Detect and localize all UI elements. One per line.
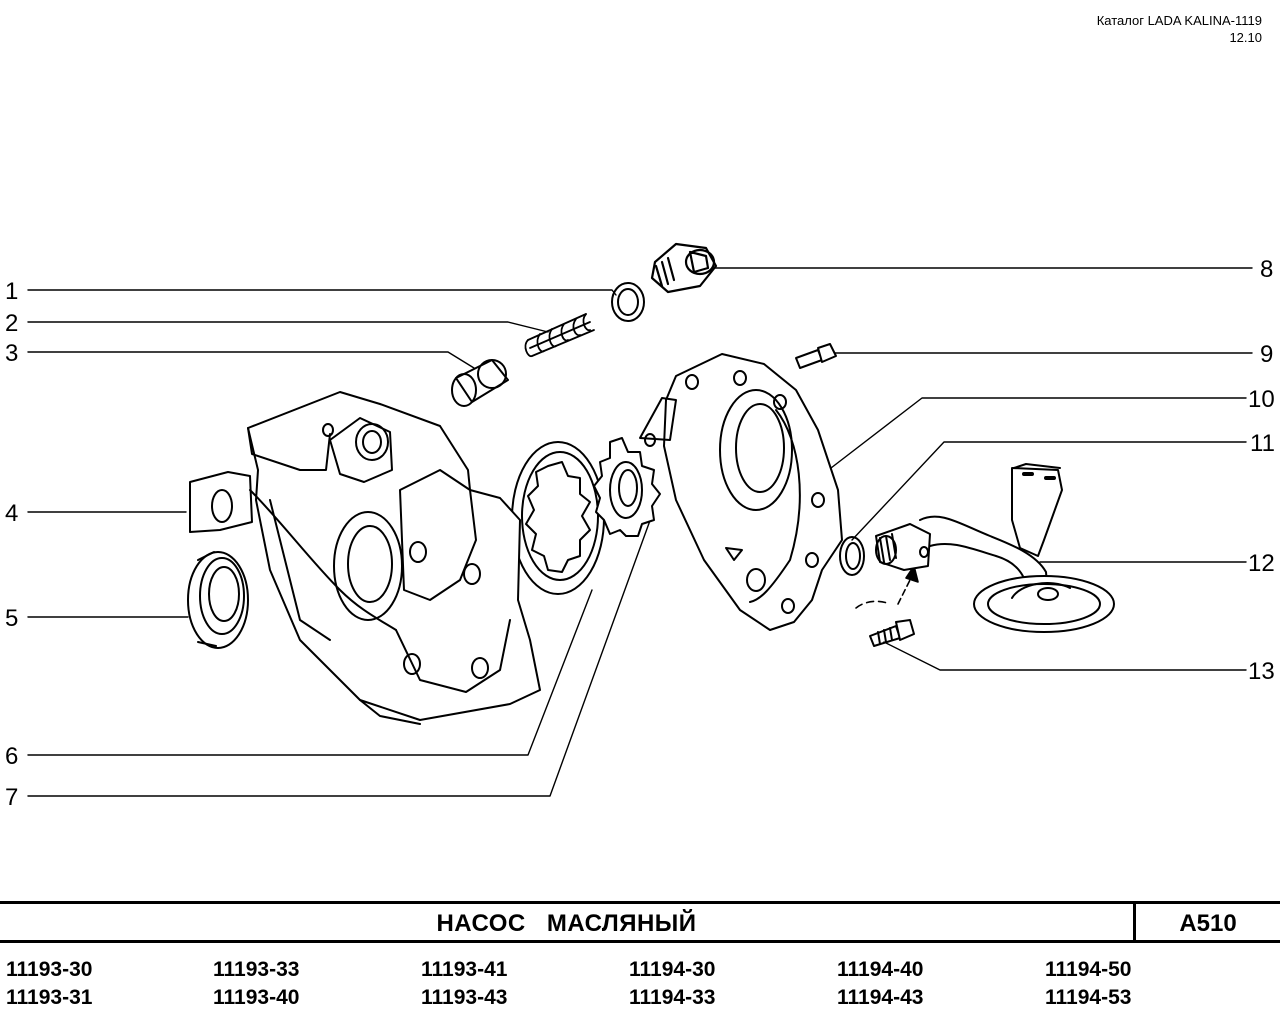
callout-3: 3	[5, 340, 18, 367]
plunger-part-3	[451, 359, 509, 407]
model-code: 11193-40	[213, 986, 300, 1009]
spring-part-2	[524, 313, 595, 358]
leader-10	[817, 397, 1247, 479]
callout-6: 6	[5, 743, 18, 770]
leader-13	[883, 641, 1247, 671]
pump-body-part-4	[189, 391, 541, 725]
title-bar: НАСОС МАСЛЯНЫЙ A510	[0, 901, 1280, 943]
model-code: 11193-33	[213, 958, 300, 981]
plug-part-8	[650, 242, 718, 294]
leader-7	[27, 514, 653, 797]
catalog-title: Каталог LADA KALINA-1119	[1096, 13, 1262, 28]
leader-1	[27, 289, 617, 296]
callout-2: 2	[5, 310, 18, 337]
oil-receiver-part-12	[875, 463, 1115, 633]
outer-rotor-part-6	[511, 441, 605, 595]
model-code: 11193-31	[6, 986, 93, 1009]
leader-lines	[27, 267, 1253, 797]
leader-11	[851, 441, 1247, 541]
screw-part-13	[869, 619, 915, 647]
leader-6	[27, 589, 593, 756]
ring-part-11	[839, 536, 865, 576]
callout-9: 9	[1260, 341, 1273, 368]
callout-11: 11	[1250, 430, 1275, 457]
model-code: 11194-50	[1045, 958, 1132, 981]
callout-numbers: 1 2 3 4 5 6 7 8 9 10 11 12 13	[5, 256, 1275, 811]
callout-8: 8	[1260, 256, 1273, 283]
ring-part-1	[611, 282, 645, 322]
catalog-header: Каталог LADA KALINA-1119 12.10	[1097, 12, 1262, 46]
oil-pump-exploded-diagram: 1 2 3 4 5 6 7 8 9 10 11 12 13	[5, 242, 1275, 811]
callout-7: 7	[5, 784, 18, 811]
inner-gear-part-7	[593, 437, 661, 537]
callout-13: 13	[1248, 658, 1275, 685]
seal-part-5	[187, 551, 249, 649]
page-code: A510	[1179, 910, 1237, 937]
callout-4: 4	[5, 500, 18, 527]
screw-part-9	[795, 343, 837, 369]
callout-10: 10	[1248, 386, 1275, 413]
title-divider	[1133, 904, 1136, 940]
assembly-arrow	[855, 565, 919, 609]
leader-2	[27, 321, 549, 333]
callout-12: 12	[1248, 550, 1275, 577]
leader-3	[27, 351, 475, 369]
callout-1: 1	[5, 278, 18, 305]
pump-cover-part-10	[639, 353, 843, 631]
model-code: 11194-33	[629, 986, 716, 1009]
page-title: НАСОС МАСЛЯНЫЙ	[436, 910, 697, 937]
model-code: 11193-30	[6, 958, 93, 981]
model-code: 11194-40	[837, 958, 924, 981]
model-code: 11193-41	[421, 958, 508, 981]
model-code: 11194-43	[837, 986, 924, 1009]
model-code: 11194-53	[1045, 986, 1132, 1009]
model-code: 11193-43	[421, 986, 508, 1009]
callout-5: 5	[5, 605, 18, 632]
model-code: 11194-30	[629, 958, 716, 981]
catalog-date: 12.10	[1229, 30, 1262, 45]
